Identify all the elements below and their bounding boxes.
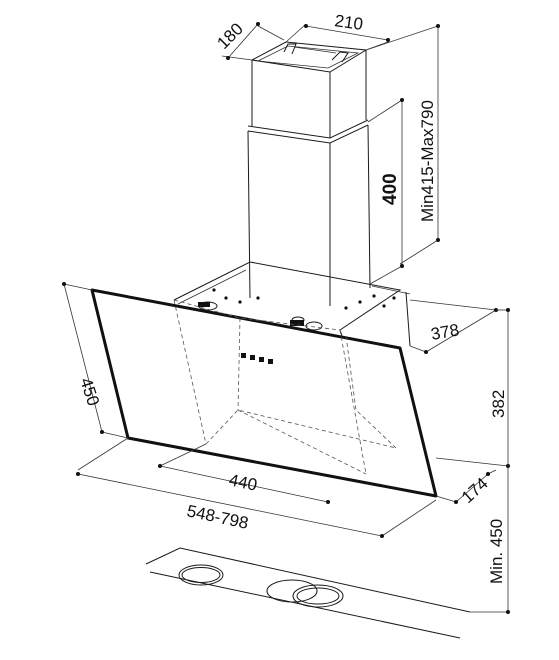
control-button-4: [268, 359, 273, 364]
control-button-2: [250, 355, 255, 360]
dim-hood-width-range: 548-798: [185, 501, 250, 533]
dim-chimney-depth: 180: [213, 19, 246, 52]
dim-chimney-height-range: Min415-Max790: [418, 100, 437, 222]
burner-left: [178, 564, 224, 586]
chimney-top-inner: [257, 45, 360, 69]
dim-bottom-depth: 174: [458, 474, 492, 507]
chimney-top-outer: [251, 41, 368, 73]
dim-chimney-section: 400: [380, 173, 401, 205]
chimney: [247, 41, 371, 306]
dim-glass-width: 440: [227, 470, 259, 494]
dim-min-hob-distance: Min. 450: [487, 519, 506, 584]
dim-chimney-width: 210: [333, 11, 364, 34]
outlet-fitting-right: [305, 321, 323, 331]
dim-hood-height: 382: [489, 390, 508, 418]
burner-right: [292, 584, 344, 608]
dim-hood-depth: 378: [429, 320, 460, 344]
hood-top-plate: [173, 261, 402, 331]
control-button-3: [259, 357, 264, 362]
hood-body: [173, 261, 411, 347]
hob: [145, 547, 471, 639]
dimension-lines: [62, 22, 510, 614]
hidden-lines: [173, 299, 397, 475]
chimney-bracket: [283, 43, 297, 55]
chimney-overlap-band: [247, 119, 369, 139]
burner-center: [266, 579, 318, 603]
hob-outline: [145, 547, 471, 613]
control-button-1: [241, 353, 246, 358]
dim-glass-height: 450: [76, 375, 103, 408]
